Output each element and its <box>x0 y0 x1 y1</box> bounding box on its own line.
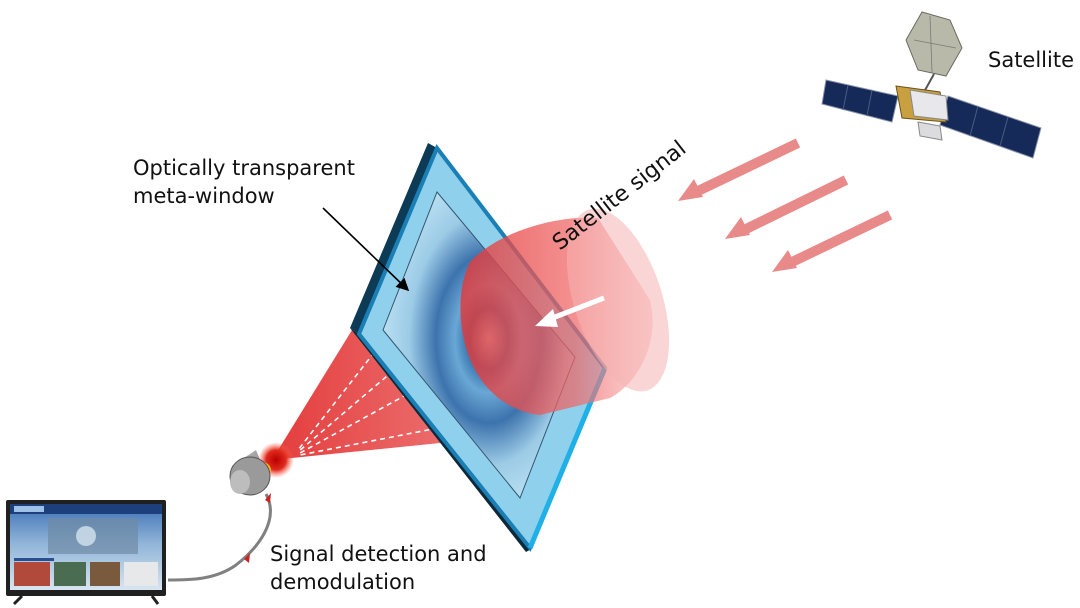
signal-detection-label-line1: Signal detection and <box>270 542 487 566</box>
meta-window-label-line1: Optically transparent <box>133 156 355 180</box>
signal-arrow-3 <box>772 210 893 272</box>
meta-window-label-line2: meta-window <box>133 184 275 208</box>
signal-arrow-2 <box>725 175 849 239</box>
television-icon <box>6 500 166 606</box>
signal-arrow-1 <box>678 138 801 201</box>
satellite-label: Satellite <box>988 48 1075 72</box>
signal-detection-label: Signal detection and demodulation <box>270 540 487 596</box>
receiver-horn-icon <box>229 442 294 496</box>
signal-arrow-group <box>678 138 893 272</box>
focused-beam <box>272 330 450 460</box>
meta-window-label: Optically transparent meta-window <box>133 154 355 210</box>
signal-cable <box>167 493 272 582</box>
satellite-icon <box>821 11 1042 159</box>
meta-window-leader <box>322 207 410 292</box>
beam-direction-arrow <box>535 295 605 327</box>
signal-detection-label-line2: demodulation <box>270 570 416 594</box>
